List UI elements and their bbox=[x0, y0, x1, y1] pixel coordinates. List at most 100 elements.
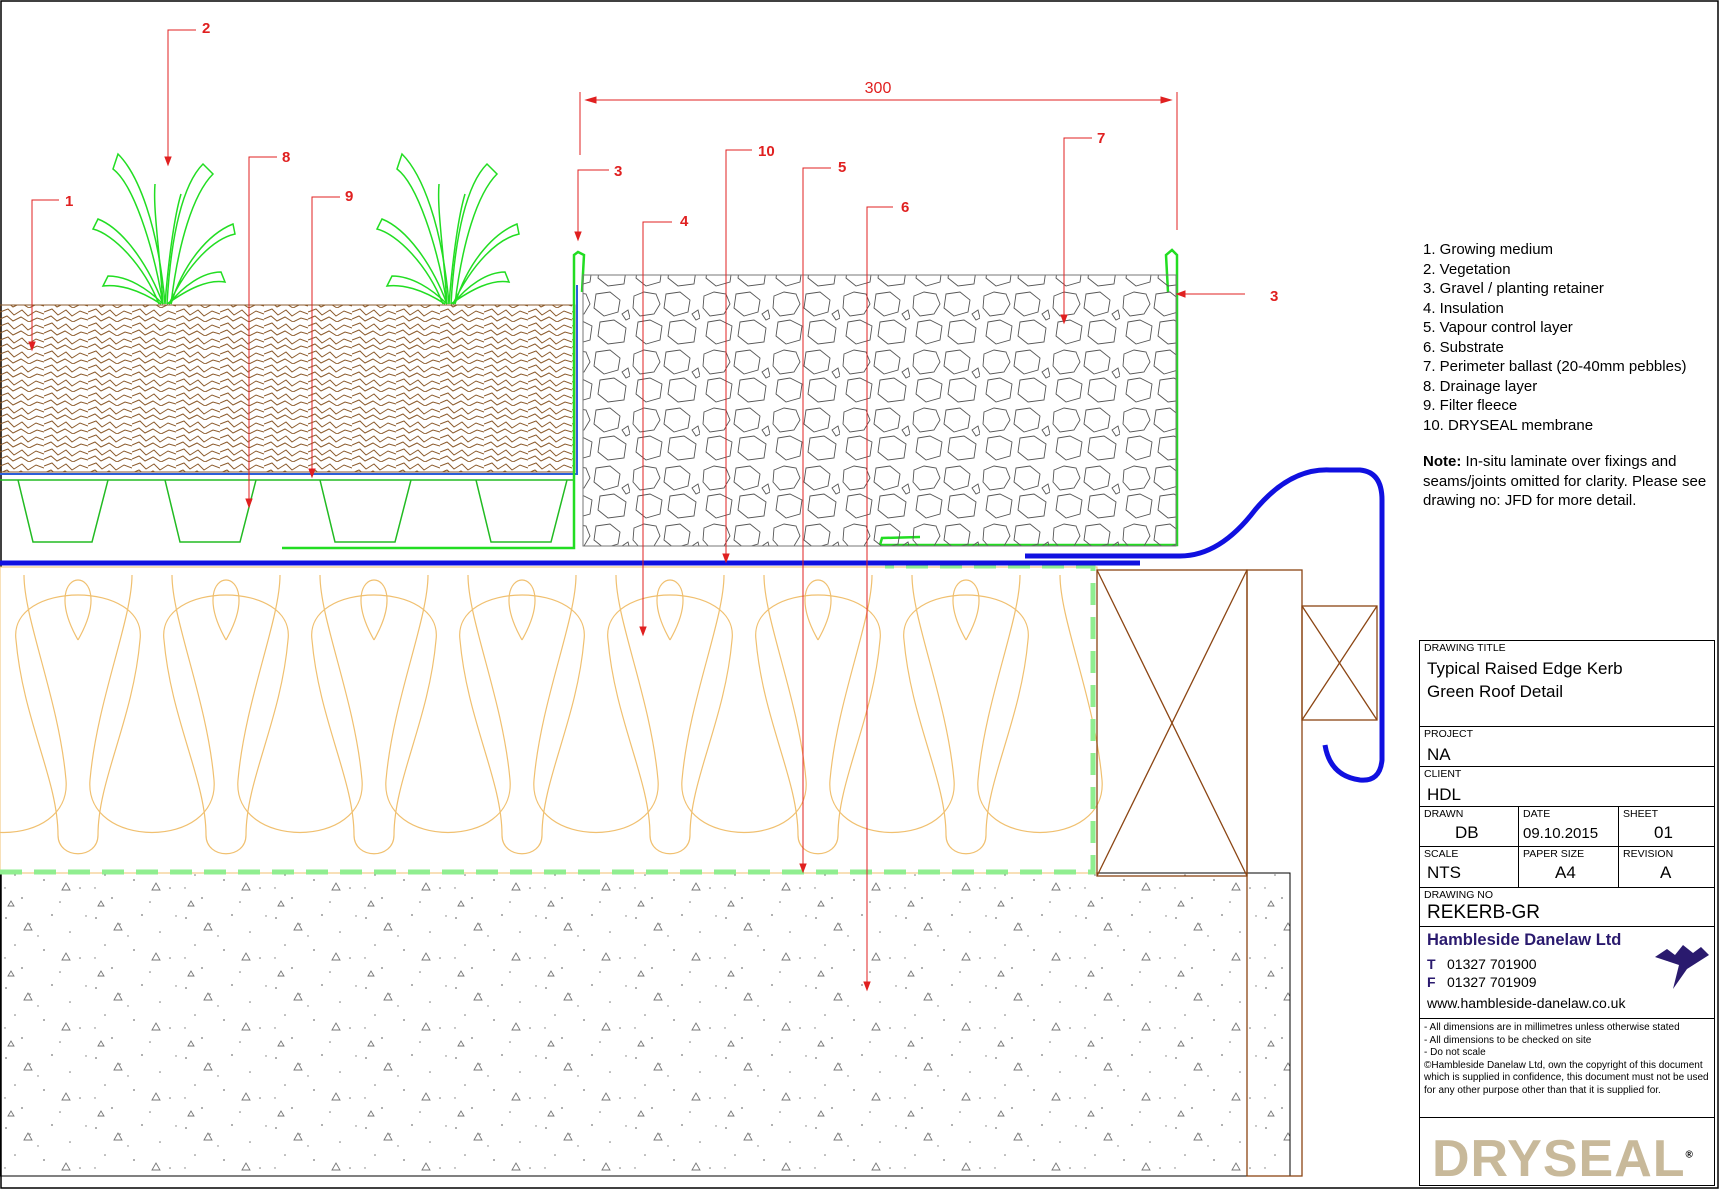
insulation bbox=[0, 566, 1103, 874]
planting-retainer bbox=[282, 250, 586, 550]
substrate bbox=[0, 872, 1291, 1177]
copyright-icon: © bbox=[1424, 1059, 1432, 1071]
leaf bbox=[101, 275, 164, 305]
copyright-body: Hambleside Danelaw Ltd, own the copyrigh… bbox=[1424, 1059, 1709, 1096]
drawing-title-line1: Typical Raised Edge Kerb bbox=[1427, 659, 1623, 678]
leaf bbox=[112, 152, 166, 305]
title-block: DRAWING TITLE Typical Raised Edge Kerb G… bbox=[1419, 640, 1715, 1189]
legend-item-7: 7. Perimeter ballast (20-40mm pebbles) bbox=[1423, 358, 1687, 375]
legend-item-1: 1. Growing medium bbox=[1423, 241, 1554, 258]
vegetation-plant bbox=[91, 152, 236, 305]
insulation-lobe bbox=[459, 579, 585, 855]
insulation-lobe bbox=[607, 579, 733, 855]
leaf bbox=[375, 218, 448, 305]
dryseal-logo: DRYSEAL® bbox=[1432, 1129, 1694, 1189]
insulation-lobe bbox=[977, 574, 1103, 833]
divider bbox=[1420, 726, 1714, 727]
scale-label: SCALE bbox=[1424, 848, 1459, 860]
divider bbox=[1420, 1117, 1714, 1118]
perimeter-ballast bbox=[582, 274, 1177, 547]
insulation-lobe bbox=[15, 579, 141, 855]
insulation-lobe bbox=[89, 574, 215, 833]
leaf bbox=[396, 152, 450, 305]
legend-item-3: 3. Gravel / planting retainer bbox=[1423, 280, 1604, 297]
callout-9: 9 bbox=[345, 188, 353, 205]
growing-medium bbox=[0, 304, 576, 473]
company-name: Hambleside Danelaw Ltd bbox=[1427, 931, 1622, 949]
callout-5: 5 bbox=[838, 159, 846, 176]
date-value: 09.10.2015 bbox=[1523, 825, 1599, 842]
insulation-lobe bbox=[385, 574, 511, 833]
copyright-text: ©Hambleside Danelaw Ltd, own the copyrig… bbox=[1424, 1060, 1712, 1098]
legend-item-5: 5. Vapour control layer bbox=[1423, 319, 1573, 336]
leaf bbox=[450, 162, 499, 305]
vegetation-plant bbox=[375, 152, 520, 305]
project-label: PROJECT bbox=[1424, 728, 1474, 740]
note-label: Note: bbox=[1423, 453, 1462, 470]
insulation-lobe bbox=[829, 574, 955, 833]
leaf bbox=[166, 162, 215, 305]
paper-size-label: PAPER SIZE bbox=[1523, 848, 1585, 860]
insulation-lobe bbox=[0, 574, 67, 833]
legend-item-8: 8. Drainage layer bbox=[1423, 377, 1538, 395]
leaf bbox=[153, 183, 182, 305]
callout-4: 4 bbox=[680, 213, 689, 230]
callout-3-left: 3 bbox=[614, 163, 622, 180]
client-value: HDL bbox=[1427, 785, 1462, 804]
callout-10: 10 bbox=[758, 143, 775, 160]
callout-8: 8 bbox=[282, 149, 290, 166]
sheet-value: 01 bbox=[1654, 823, 1673, 842]
insulation-lobe bbox=[681, 574, 807, 833]
leaf bbox=[452, 222, 520, 305]
disclaimer: - All dimensions are in millimetres unle… bbox=[1424, 1022, 1712, 1097]
leaf bbox=[437, 183, 466, 305]
sheet-label: SHEET bbox=[1623, 808, 1659, 820]
drawing-no-label: DRAWING NO bbox=[1424, 889, 1494, 901]
registered-mark: ® bbox=[1685, 1149, 1694, 1161]
leaf bbox=[450, 271, 511, 305]
callout-1: 1 bbox=[65, 193, 73, 210]
company-logo-icon bbox=[1655, 945, 1709, 989]
leaf bbox=[91, 218, 164, 305]
legend-item-10: 10. DRYSEAL membrane bbox=[1423, 416, 1594, 434]
divider bbox=[1420, 1018, 1714, 1019]
note-text: In-situ laminate over fixings and seams/… bbox=[1423, 453, 1707, 509]
callout-7: 7 bbox=[1097, 130, 1105, 147]
website-link[interactable]: www.hambleside-danelaw.co.uk bbox=[1427, 995, 1626, 1011]
insulation-lobe bbox=[755, 579, 881, 855]
client-label: CLIENT bbox=[1424, 768, 1462, 780]
divider bbox=[1420, 887, 1714, 888]
callout-labels: 1 2 3 3 4 5 6 7 8 9 10 bbox=[65, 20, 1278, 305]
insulation-lobe bbox=[163, 579, 289, 855]
drainage-layer bbox=[0, 479, 575, 543]
drawn-value: DB bbox=[1455, 823, 1479, 842]
legend-item-2: 2. Vegetation bbox=[1423, 260, 1511, 278]
dimension-300 bbox=[579, 92, 1178, 230]
filter-fleece bbox=[0, 285, 578, 475]
divider bbox=[1420, 766, 1714, 767]
disclaimer-line: - Do not scale bbox=[1424, 1047, 1486, 1058]
brand-name: DRYSEAL bbox=[1432, 1130, 1686, 1188]
project-value: NA bbox=[1427, 745, 1451, 764]
paper-size-value: A4 bbox=[1555, 863, 1576, 882]
legend: 1. Growing medium 2. Vegetation 3. Grave… bbox=[1423, 240, 1713, 511]
insulation-lobe bbox=[533, 574, 659, 833]
scale-value: NTS bbox=[1427, 863, 1461, 882]
dimension-label: 300 bbox=[865, 80, 892, 97]
divider bbox=[1420, 846, 1714, 847]
revision-label: REVISION bbox=[1623, 848, 1674, 860]
callout-6: 6 bbox=[901, 199, 909, 216]
leaf bbox=[166, 271, 227, 305]
timber-kerb bbox=[1096, 569, 1378, 1177]
revision-value: A bbox=[1660, 863, 1672, 882]
legend-note: Note: In-situ laminate over fixings and … bbox=[1423, 452, 1713, 511]
dryseal-upstand bbox=[1025, 467, 1385, 783]
date-label: DATE bbox=[1523, 808, 1551, 820]
divider bbox=[1420, 806, 1714, 807]
insulation-lobe bbox=[903, 579, 1029, 855]
fax-value: 01327 701909 bbox=[1447, 974, 1537, 990]
drawing-no-value: REKERB-GR bbox=[1427, 902, 1540, 923]
